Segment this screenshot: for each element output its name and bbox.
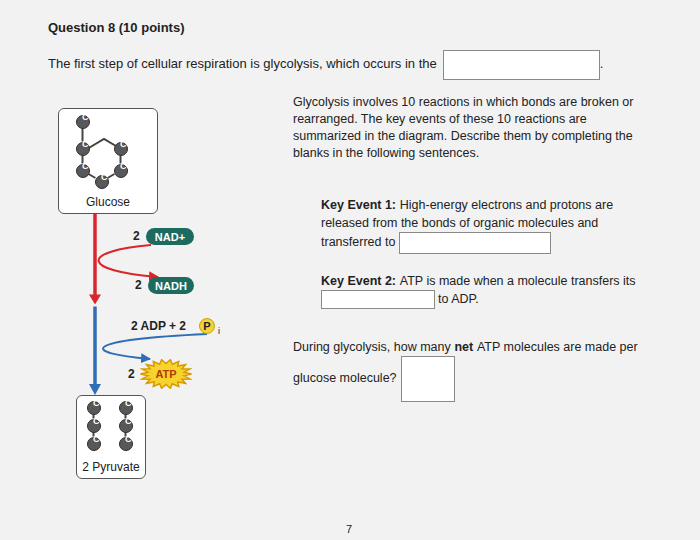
period: . [600, 56, 604, 71]
carbon-atom: C [119, 419, 133, 433]
key-event-1: Key Event 1:High-energy electrons and pr… [321, 196, 621, 254]
reactant-label: 2 ADP + 2 [131, 319, 186, 333]
chemical-bond [108, 174, 115, 178]
node-label: C [120, 162, 127, 171]
carbon-atom: C [95, 175, 109, 189]
node-label: C [93, 417, 100, 426]
question-title: Question 8 (10 points) [48, 20, 185, 35]
coefficient: 2 [133, 229, 140, 243]
carbon-atom: C [119, 401, 133, 415]
instructions: Glycolysis involves 10 reactions in whic… [293, 94, 645, 162]
node-label: ATP [155, 368, 176, 380]
event-heading: Key Event 2: [321, 274, 396, 288]
box-fill [58, 108, 158, 214]
node-label: 2 Pyruvate [82, 460, 139, 474]
box-fill [76, 395, 146, 479]
molecule-box: Glucose C C C C C C [58, 108, 158, 214]
key-event-2: Key Event 2: ATP is made when a molecule … [321, 272, 641, 309]
node-label: C [82, 162, 89, 171]
question-line: The first step of cellular respiration i… [48, 50, 648, 80]
carbon-atom: C [87, 437, 101, 451]
carbon-atom: C [76, 142, 90, 156]
event-text: ATP is made when a molecule transfers it… [400, 274, 636, 288]
subscript: i [218, 326, 220, 336]
node-label: C [125, 399, 132, 408]
emphasis: net [454, 340, 473, 354]
carbon-atom: C [114, 142, 128, 156]
atp-starburst: ATP [140, 359, 192, 389]
question-text: During glycolysis, how many [293, 340, 451, 354]
carrier-pill: NADH [148, 277, 194, 294]
node-label: C [93, 435, 100, 444]
carrier-pill: NAD+ [146, 228, 194, 245]
event-heading: Key Event 1: [321, 198, 396, 212]
coefficient: 2 [135, 278, 142, 292]
question-text: The first step of cellular respiration i… [48, 56, 437, 71]
carbon-atom: C [119, 437, 133, 451]
answer-blank [399, 232, 551, 254]
chemical-bond [89, 174, 96, 178]
carbon-atom: C [76, 164, 90, 178]
coefficient: 2 [128, 367, 135, 381]
carbon-atom: C [87, 401, 101, 415]
answer-blank [401, 356, 455, 402]
molecule-box: 2 PyruvateCCCCCC [76, 395, 146, 479]
node-label: Glucose [86, 195, 130, 209]
node-label: C [93, 399, 100, 408]
node-label: NAD+ [155, 231, 185, 243]
node-label: C [82, 140, 89, 149]
node-label: C [82, 113, 89, 122]
event-text: to ADP. [438, 292, 479, 306]
answer-blank [443, 50, 600, 80]
node-label: NADH [155, 280, 187, 292]
reaction-arrow [89, 214, 101, 395]
node-label: C [125, 435, 132, 444]
curved-arrow [99, 245, 158, 277]
node-label: C [125, 417, 132, 426]
net-atp-question: During glycolysis, how manynetATP molecu… [293, 338, 645, 402]
node-label: P [203, 320, 210, 332]
curved-arrow [103, 334, 207, 359]
answer-blank [321, 290, 435, 309]
node-label: C [120, 140, 127, 149]
node-label: C [101, 173, 108, 182]
page-number: 7 [346, 523, 352, 535]
carbon-atom: C [76, 115, 90, 129]
carbon-atom: C [114, 164, 128, 178]
phosphate-circle: P [199, 318, 215, 334]
carbon-atom: C [87, 419, 101, 433]
